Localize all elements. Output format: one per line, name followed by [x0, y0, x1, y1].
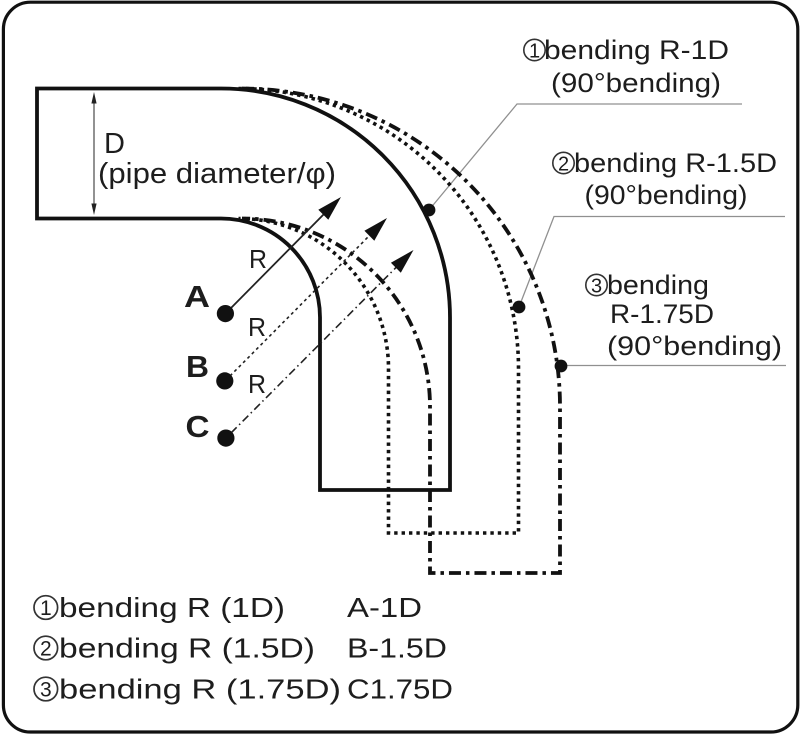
svg-text:3: 3: [591, 275, 602, 297]
svg-text:bending: bending: [607, 270, 709, 300]
svg-text:R: R: [248, 369, 266, 399]
svg-text:(90°bending): (90°bending): [607, 331, 782, 361]
svg-text:(pipe diameter/φ): (pipe diameter/φ): [98, 158, 336, 190]
svg-text:C1.75D: C1.75D: [347, 674, 453, 705]
svg-text:3: 3: [40, 679, 52, 702]
svg-text:(90°bending): (90°bending): [585, 180, 748, 210]
svg-text:C: C: [186, 409, 210, 444]
svg-text:R-1.75D: R-1.75D: [610, 299, 714, 329]
svg-text:R: R: [249, 244, 267, 274]
svg-text:bending R-1D: bending R-1D: [544, 35, 729, 65]
svg-text:bending R-1.5D: bending R-1.5D: [574, 148, 777, 178]
svg-text:D: D: [104, 128, 125, 160]
svg-text:B-1.5D: B-1.5D: [347, 633, 447, 664]
svg-text:R: R: [248, 312, 266, 342]
svg-text:bending R (1.5D): bending R (1.5D): [59, 633, 315, 664]
svg-text:A: A: [184, 279, 210, 314]
svg-text:bending R (1.75D): bending R (1.75D): [59, 674, 341, 705]
svg-text:B: B: [186, 349, 209, 384]
svg-text:2: 2: [40, 638, 52, 661]
svg-text:1: 1: [40, 597, 52, 620]
svg-text:A-1D: A-1D: [347, 592, 422, 623]
svg-text:(90°bending): (90°bending): [551, 68, 721, 98]
svg-text:bending R (1D): bending R (1D): [59, 592, 285, 623]
svg-text:2: 2: [558, 153, 569, 175]
svg-text:1: 1: [529, 40, 540, 62]
